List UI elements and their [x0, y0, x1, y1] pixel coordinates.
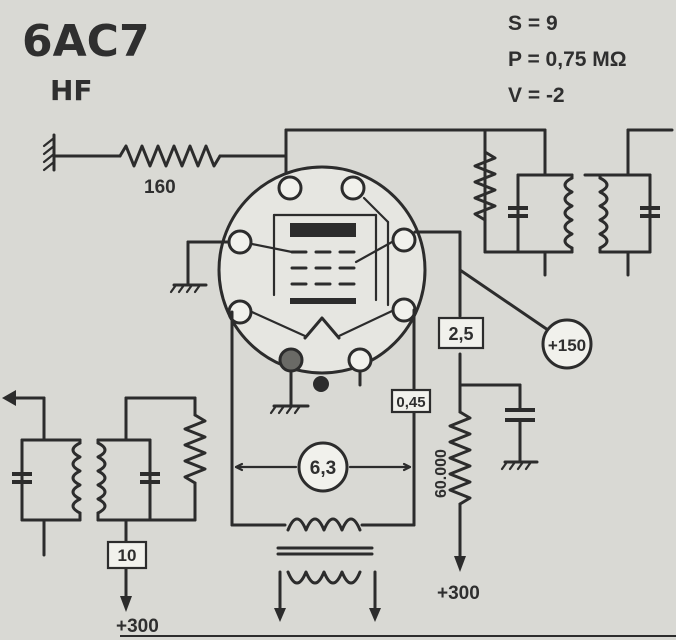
tube-electrodes	[272, 213, 378, 340]
pin-heater-2	[391, 297, 417, 323]
input-resistor-box	[106, 540, 148, 570]
heater-transformer	[274, 517, 381, 622]
spec-v: V = -2	[508, 84, 565, 107]
input-tank	[2, 390, 207, 612]
pin-cathode	[278, 347, 304, 373]
heater-wiring	[230, 308, 416, 527]
label-screen-resistor: 2,5	[448, 324, 473, 344]
screen-resistor-box	[437, 316, 485, 350]
label-160: 160	[144, 177, 176, 198]
label-cathode-resistor: 0,45	[396, 394, 425, 411]
plate-resistor	[448, 383, 472, 572]
spec-s: S = 9	[508, 12, 558, 35]
ground-symbol-cathode	[269, 369, 310, 415]
decoupling-capacitor	[500, 383, 539, 471]
ground-symbol-input	[42, 133, 56, 172]
supply-circle	[541, 318, 593, 370]
tube-name: 6AC7	[22, 16, 150, 67]
pin-screen	[347, 347, 373, 373]
plate-wiring	[413, 230, 550, 387]
resistor-160	[52, 144, 288, 168]
ground-symbol-shield	[169, 240, 231, 294]
pin-plate	[391, 227, 417, 253]
label-bplus-right: +300	[437, 583, 480, 604]
tube-key	[313, 376, 329, 392]
output-tank	[473, 128, 674, 277]
label-bplus-left: +300	[116, 616, 159, 637]
label-input-resistor: 10	[118, 546, 137, 565]
heater-voltage-circle	[297, 441, 349, 493]
label-supply: +150	[548, 336, 586, 355]
tube-envelope	[217, 165, 427, 375]
spec-p: P = 0,75 MΩ	[508, 48, 627, 71]
internal-leads	[250, 196, 394, 338]
label-plate-resistor: 60.000	[433, 449, 450, 498]
pin-grid	[277, 175, 303, 201]
pin-shield	[227, 229, 253, 255]
label-heater-voltage: 6,3	[310, 458, 336, 479]
cathode-resistor	[358, 369, 432, 414]
pin-g3	[340, 175, 366, 201]
tube-function: HF	[50, 74, 93, 107]
